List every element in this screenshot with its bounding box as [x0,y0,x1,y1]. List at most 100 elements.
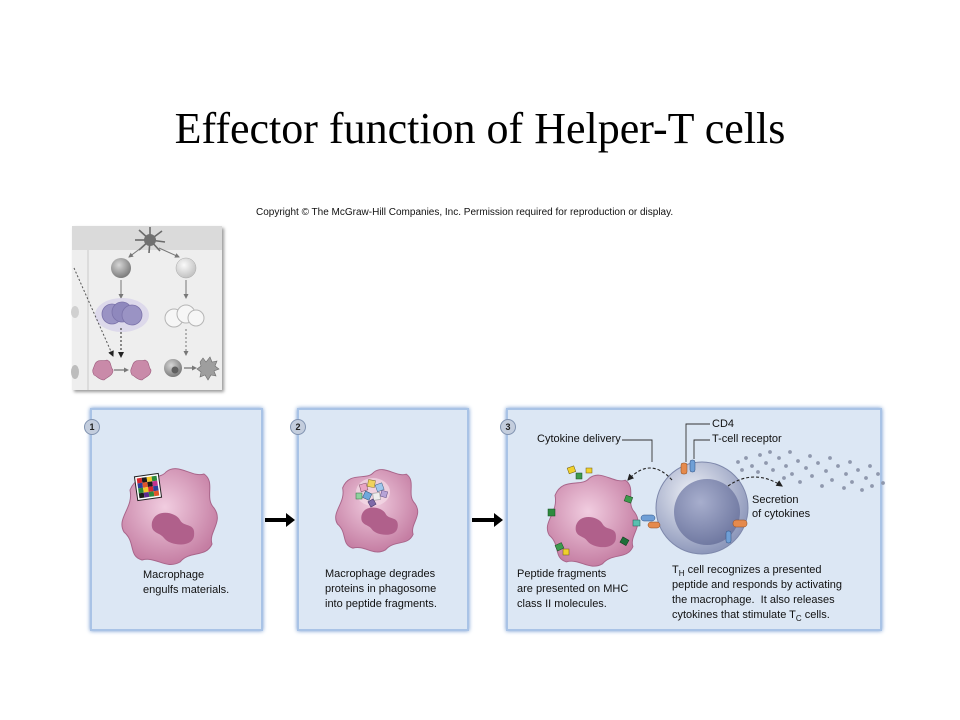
cytokine-dot [848,460,852,464]
cd4-receptor [732,519,748,528]
label-secretion: Secretion [752,494,799,506]
cytokine-dot [828,456,832,460]
copyright-notice: Copyright © The McGraw-Hill Companies, I… [256,207,674,218]
peptide-fragment [362,490,373,501]
antigen-tile [141,477,148,483]
panel-3-caption-line: class II molecules. [517,598,607,610]
label-t-cell-receptor: T-cell receptor [712,433,782,445]
antigen-tile [152,485,159,492]
cytokine-dot [816,461,820,465]
cytokine-dot [744,456,748,460]
antigen-tile [143,491,150,498]
antigen-tile [146,476,153,483]
cytokine-dot [830,478,834,482]
mhc-peptide-markers [547,465,641,556]
cytotoxic-t-cell-cluster-icon [164,304,205,328]
mhc-peptide-marker [566,465,577,475]
antigen-tile [148,491,155,497]
inset-macrophage-icon [92,359,114,381]
cytokine-dot [788,450,792,454]
cytokine-dot [758,453,762,457]
mhc-peptide-marker [547,508,556,517]
cytokine-dot [810,474,814,478]
inset-arrow [128,247,142,258]
cytokine-dot [881,481,885,485]
t-cell-nucleus [674,479,740,545]
mhc-peptide-marker [575,472,583,480]
t-cell-receptor [640,514,656,522]
th-caption-text: cytokines that stimulate T [672,609,796,621]
inset-partial-cell [71,365,79,379]
t-cell-receptor-leader [693,439,710,459]
panel-3-caption-line: are presented on MHC [517,583,629,595]
mhc-peptide-marker [562,548,570,556]
cytokine-dot [860,488,864,492]
antigen-tile [142,482,148,488]
dendritic-cell-icon [135,227,166,254]
panel-3-caption-line: Peptide fragments [517,568,607,580]
cytokine-dot [804,466,808,470]
cytokine-dot [820,484,824,488]
inset-illustration [71,227,220,390]
cytokine-dot [750,464,754,468]
antigen-tile [153,490,160,497]
antigen-tile [147,481,153,487]
mhc-peptide-marker [623,494,634,504]
label-cd4: CD4 [712,418,735,430]
th-caption-text: T [672,564,679,576]
panel-2-caption-line: proteins in phagosome [325,583,437,595]
helper-t-cell-icon [655,461,749,555]
mhc-peptide-marker [585,467,593,474]
cytokine-dot [777,456,781,460]
antigen-tile [143,487,149,493]
antigen-tile [148,486,154,492]
naive-t-cell-icon [111,258,131,278]
cytokine-dot [796,459,800,463]
cytokine-secretion-arrow [727,476,783,487]
t-cell-receptor [689,459,696,473]
cytokine-dot [798,480,802,484]
cytokine-dot [850,480,854,484]
cytokine-dot [768,450,772,454]
antigen-tile [137,482,144,489]
peptide-fragment [380,490,388,498]
cytokine-dot [740,468,744,472]
step-number-1: 1 [84,419,100,435]
helper-t-cell-cluster-icon [95,298,149,332]
peptide-fragment [374,482,385,493]
macrophage-icon [546,474,639,567]
mhc-peptide-marker [554,542,565,552]
cd4-receptor [647,521,661,529]
receptor-markers [640,459,748,544]
antigen-tile [138,492,145,499]
inset-dying-cell-icon [196,356,220,381]
step-arrow-1-to-2 [265,513,295,527]
cd4-receptor [680,462,688,475]
cd4-leader [685,423,710,462]
cytokine-dot [868,464,872,468]
cytokine-dot [842,486,846,490]
cytokine-dot [864,476,868,480]
th-subscript: H [678,569,685,578]
inset-arrow [158,247,180,258]
peptide-fragment [359,482,369,492]
cytokine-dot [784,464,788,468]
th-caption-text: cells. [801,609,830,621]
inset-target-cell-nucleus [171,366,179,374]
mhc-peptide-marker [632,519,641,527]
cytokine-dots [736,450,885,492]
cytokine-dot [771,468,775,472]
cytokine-dot [844,472,848,476]
antigen-tile [138,487,144,494]
mhc-peptide-marker [619,536,630,546]
cytokine-dot [756,470,760,474]
cytokine-delivery-leader [622,439,653,462]
cytokine-dot [876,472,880,476]
cytokine-dot [824,469,828,473]
cytokine-dot [764,461,768,465]
panel-2-caption-line: Macrophage degrades [325,568,436,580]
slide-title: Effector function of Helper-T cells [174,104,786,153]
peptide-fragment [355,492,363,500]
step-arrow-2-to-3 [472,513,503,527]
label-secretion: of cytokines [752,508,811,520]
